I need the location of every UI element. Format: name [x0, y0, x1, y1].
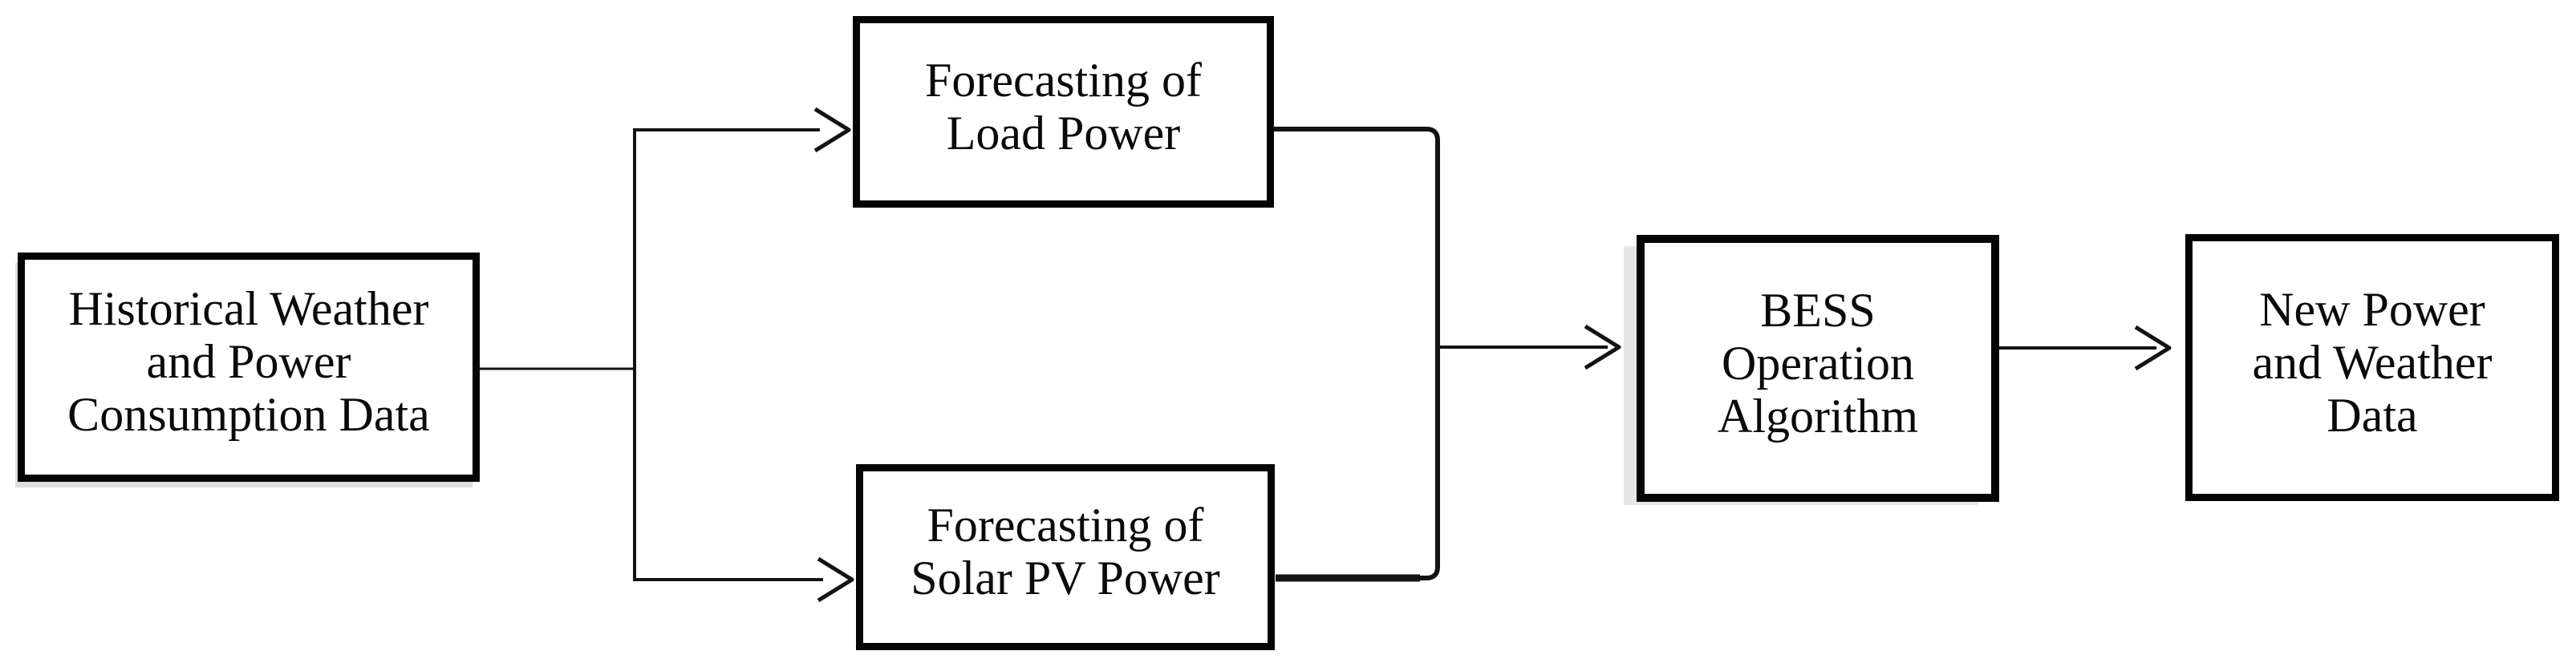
arrowhead-bess-icon — [1584, 324, 1621, 370]
node-bess-operation-algorithm-label: BESS Operation Algorithm — [1718, 283, 1918, 443]
node-new-power-weather-data-label: New Power and Weather Data — [2252, 282, 2493, 442]
node-historical-weather-power-data-label: Historical Weather and Power Consumption… — [67, 282, 430, 441]
arrowhead-load-forecast-icon — [813, 107, 851, 153]
node-load-power-forecasting-label: Forecasting of Load Power — [925, 53, 1202, 160]
node-solar-pv-forecasting-label: Forecasting of Solar PV Power — [911, 499, 1220, 604]
node-historical-weather-power-data: Historical Weather and Power Consumption… — [18, 253, 480, 482]
node-new-power-weather-data: New Power and Weather Data — [2185, 234, 2559, 501]
merge-bracket-line — [1274, 127, 1440, 580]
node-solar-pv-forecasting: Forecasting of Solar PV Power — [856, 464, 1275, 650]
node-load-power-forecasting: Forecasting of Load Power — [853, 16, 1274, 208]
arrowhead-new-data-icon — [2134, 325, 2172, 371]
arrowhead-pv-forecast-icon — [817, 556, 854, 603]
node-bess-operation-algorithm: BESS Operation Algorithm — [1637, 235, 1999, 502]
